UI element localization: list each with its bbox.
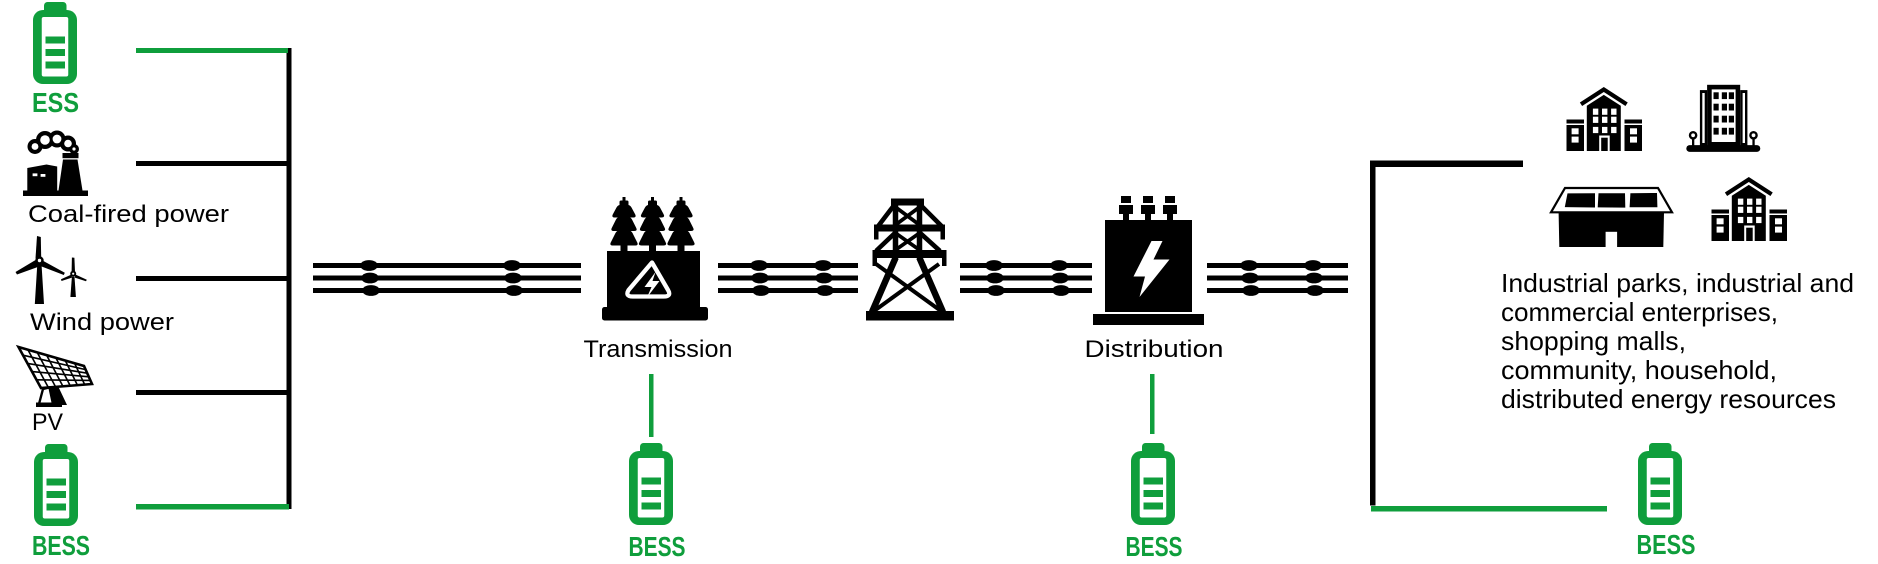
svg-text:distributed energy resources: distributed energy resources bbox=[1501, 384, 1836, 414]
svg-text:Transmission: Transmission bbox=[584, 336, 733, 363]
svg-text:ESS: ESS bbox=[32, 87, 79, 118]
svg-text:BESS: BESS bbox=[1126, 531, 1183, 562]
svg-text:PV: PV bbox=[32, 409, 63, 436]
svg-text:Coal-fired power: Coal-fired power bbox=[28, 201, 229, 228]
svg-text:BESS: BESS bbox=[1637, 529, 1696, 560]
svg-text:BESS: BESS bbox=[32, 530, 90, 561]
svg-text:Industrial parks, industrial a: Industrial parks, industrial and bbox=[1501, 268, 1854, 298]
svg-text:Wind power: Wind power bbox=[30, 309, 174, 336]
svg-text:BESS: BESS bbox=[629, 531, 686, 562]
svg-text:shopping malls,: shopping malls, bbox=[1501, 326, 1686, 356]
svg-text:Distribution: Distribution bbox=[1085, 336, 1224, 363]
svg-text:community, household,: community, household, bbox=[1501, 355, 1777, 385]
svg-text:commercial enterprises,: commercial enterprises, bbox=[1501, 297, 1778, 327]
